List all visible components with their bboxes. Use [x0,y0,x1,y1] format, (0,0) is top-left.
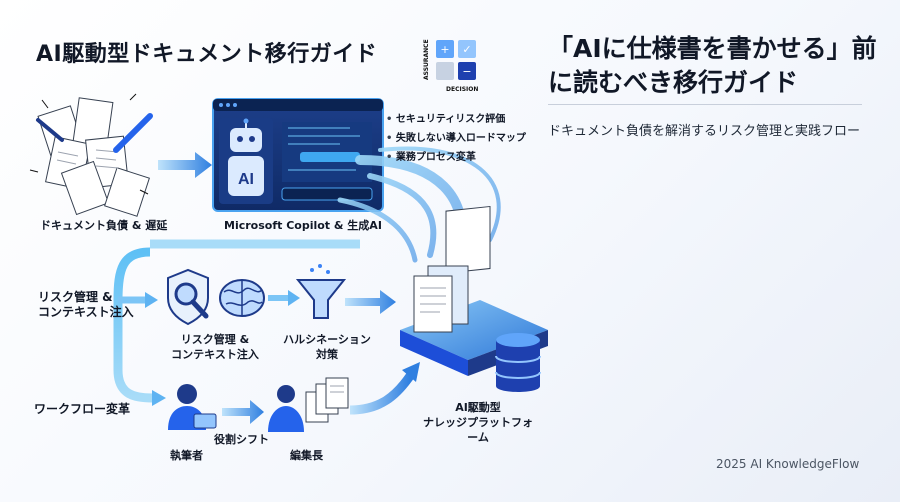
arrow-editor-to-platform [349,373,414,415]
arrow-role-shift [222,400,264,424]
brain-icon [219,279,265,317]
role-shift-label: 役割シフト [214,433,269,446]
bullet-item: セキュリティリスク評価 [386,110,526,129]
pen-icon [36,113,153,153]
hallucination-label: ハルシネーション 対策 [283,333,371,361]
writer-label: 執筆者 [170,449,203,462]
matrix-check-icon: ✓ [458,40,476,58]
workflow-label: ワークフロー変革 [34,402,131,416]
writer-icon [168,384,217,430]
left-title: AI駆動型ドキュメント移行ガイド [36,42,378,67]
feature-bullets: セキュリティリスク評価 失敗しない導入ロードマップ 業務プロセス変革 [386,110,526,167]
credit: 2025 AI KnowledgeFlow [716,457,860,471]
left-flow-line [113,247,153,403]
editor-icon [268,377,349,432]
bullet-item: 失敗しない導入ロードマップ [386,129,526,148]
decision-matrix: + ✓ − [432,36,480,84]
right-title: 「AIに仕様書を書かせる」前 に読むべき移行ガイド [548,34,877,97]
arrow-docs-to-copilot [158,152,212,178]
matrix-plus-icon: + [436,40,454,58]
bullet-item: 業務プロセス変革 [386,148,526,167]
scattered-documents-icon [37,97,150,217]
risk-icon-label: リスク管理 & コンテキスト注入 [171,333,259,361]
editor-label: 編集長 [290,449,323,462]
matrix-minus-icon: − [458,62,476,80]
platform-label: AI駆動型 ナレッジプラットフォーム [423,401,533,444]
risk-side-label: リスク管理 & コンテキスト注入 [38,290,134,319]
matrix-x-axis-label: DECISION [446,86,479,93]
spark-lines [29,93,149,195]
doc-debt-label: ドキュメント負債 & 遅延 [40,219,168,232]
matrix-y-axis-label: ASSURANCE [423,39,430,80]
title-divider [548,104,862,105]
arrow-funnel-to-platform [345,290,396,314]
matrix-empty-cell [436,62,454,80]
database-icon [495,333,541,392]
copilot-label: Microsoft Copilot & 生成AI [224,219,382,232]
funnel-icon [295,264,347,319]
robot-text: AI [238,171,254,188]
magnifier-shield-icon [167,268,209,326]
robot-icon [228,118,264,196]
right-subtitle: ドキュメント負債を解消するリスク管理と実践フロー [548,124,861,139]
